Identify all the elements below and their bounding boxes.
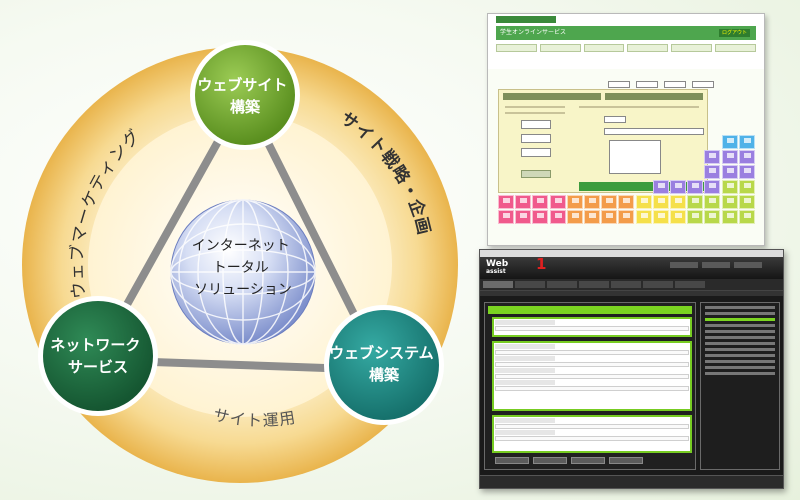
category-tile	[670, 210, 686, 224]
category-tile	[635, 195, 652, 209]
category-tile	[532, 210, 549, 224]
category-tile	[601, 195, 618, 209]
web-assist-logo: Web assist 1	[486, 255, 547, 276]
category-tile	[721, 150, 738, 164]
form-button	[521, 170, 551, 178]
category-tile	[652, 195, 669, 209]
category-tile	[687, 180, 704, 194]
node-network-service: ネットワーク サービス	[38, 296, 158, 416]
service-title: 学生オンラインサービス	[500, 29, 567, 36]
category-tile	[687, 195, 704, 209]
nav-item	[715, 44, 756, 52]
form-block	[492, 415, 692, 453]
search-button	[579, 182, 704, 191]
category-tile	[738, 150, 755, 164]
logout-button: ログアウト	[718, 29, 750, 37]
nav-item	[627, 44, 669, 52]
svg-text:ウェブサイト 構築: ウェブサイト 構築	[197, 76, 292, 116]
search-form	[498, 89, 708, 193]
window-titlebar	[480, 250, 783, 257]
category-tile	[704, 180, 721, 194]
category-tile	[704, 210, 721, 224]
status-bar	[480, 475, 783, 488]
category-tile	[738, 195, 755, 209]
site-nav	[496, 44, 756, 52]
site-logo	[496, 16, 556, 23]
form-block	[492, 341, 692, 411]
category-tile	[704, 195, 721, 209]
category-tile	[738, 135, 755, 149]
category-tile	[584, 210, 600, 224]
category-tile	[704, 150, 721, 164]
site-header	[488, 14, 764, 24]
form-header	[499, 90, 707, 103]
date-fields	[608, 73, 748, 88]
breadcrumb	[480, 290, 783, 296]
service-diagram: ウェブマーケティング サイト戦略・企画 サイト運用 インターネット トータル ソ…	[22, 40, 458, 483]
category-tile	[498, 195, 514, 209]
service-title-bar: 学生オンラインサービス ログアウト	[496, 26, 756, 40]
category-tile	[721, 180, 738, 194]
category-tile	[687, 210, 704, 224]
nav-item	[671, 44, 713, 52]
category-tile	[549, 195, 566, 209]
category-tile	[532, 195, 549, 209]
category-tile	[515, 195, 532, 209]
header-button	[670, 262, 698, 268]
category-tile	[721, 165, 738, 179]
category-tile	[652, 180, 669, 194]
node-web-system-building: ウェブシステム 構築	[324, 305, 444, 425]
editor-panel	[484, 302, 696, 470]
connection-triangle	[92, 91, 386, 374]
category-tile	[738, 180, 755, 194]
site-tree-panel	[700, 302, 780, 470]
category-tile	[652, 210, 669, 224]
category-tile	[498, 210, 514, 224]
category-tile	[584, 195, 600, 209]
app-tabs	[480, 279, 783, 290]
category-tile	[704, 165, 721, 179]
editor-header	[488, 306, 692, 314]
node-website-building: ウェブサイト 構築	[190, 40, 300, 150]
form-block	[492, 317, 692, 337]
category-tile	[566, 210, 583, 224]
category-tile	[618, 195, 635, 209]
category-tile	[601, 210, 618, 224]
center-label: インターネット トータル ソリューション	[192, 238, 294, 298]
category-tile	[566, 195, 583, 209]
online-service-screenshot: 学生オンラインサービス ログアウト	[487, 13, 765, 246]
app-header: Web assist 1	[480, 257, 783, 279]
site-body	[488, 69, 764, 245]
svg-text:ネットワーク サービス: ネットワーク サービス	[50, 336, 145, 376]
category-tile	[721, 195, 738, 209]
globe-icon	[170, 199, 316, 345]
nav-item	[496, 44, 537, 52]
category-tile	[515, 210, 532, 224]
category-tile	[670, 195, 686, 209]
category-tile	[635, 210, 652, 224]
category-tile	[738, 210, 755, 224]
category-tile	[721, 135, 738, 149]
web-assist-screenshot: Web assist 1	[479, 249, 784, 489]
header-button	[734, 262, 762, 268]
svg-text:ウェブシステム 構築: ウェブシステム 構築	[329, 344, 439, 384]
editor-buttons	[495, 457, 643, 464]
header-button	[702, 262, 730, 268]
category-tile	[618, 210, 635, 224]
nav-item	[539, 44, 581, 52]
category-tile	[670, 180, 686, 194]
category-tile	[721, 210, 738, 224]
category-tile	[549, 210, 566, 224]
category-tile	[738, 165, 755, 179]
nav-item	[583, 44, 625, 52]
